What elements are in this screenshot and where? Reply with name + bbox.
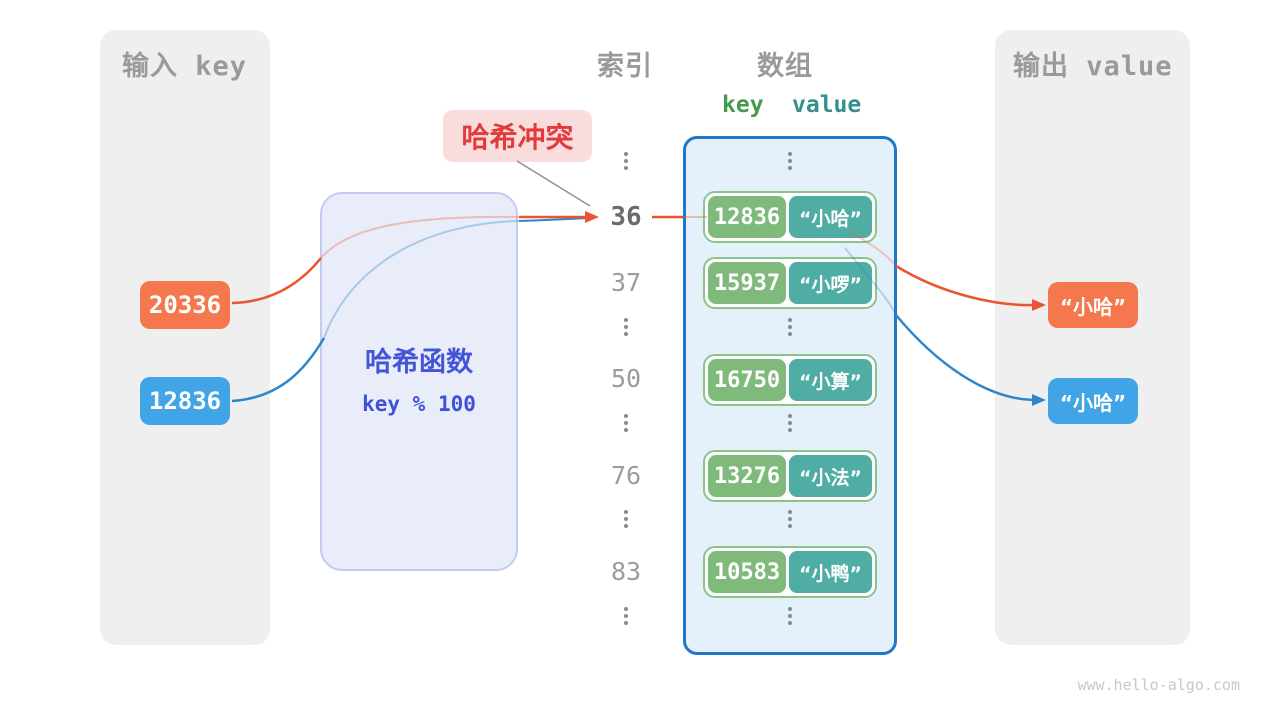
hash-function-box — [320, 192, 518, 571]
bucket-value: “小鸭” — [789, 551, 872, 593]
ellipsis-dots — [785, 510, 795, 528]
index-column-title: 索引 — [597, 51, 653, 82]
bucket-key: 15937 — [708, 262, 786, 304]
bucket-row: 13276 “小法” — [703, 450, 877, 502]
ellipsis-dots — [785, 318, 795, 336]
input-key-12836: 12836 — [140, 377, 230, 425]
index-37: 37 — [610, 268, 642, 297]
key-header: key — [722, 92, 764, 118]
bucket-row: 12836 “小哈” — [703, 191, 877, 243]
bucket-value: “小法” — [789, 455, 872, 497]
ellipsis-dots — [621, 607, 631, 625]
bucket-key: 10583 — [708, 551, 786, 593]
value-header: value — [792, 92, 862, 118]
ellipsis-dots — [785, 414, 795, 432]
output-value-orange: “小哈” — [1048, 282, 1138, 328]
input-panel-title: 输入 key — [122, 51, 248, 82]
bucket-value: “小哈” — [789, 196, 872, 238]
ellipsis-dots — [785, 152, 795, 170]
output-panel-title: 输出 value — [1013, 51, 1173, 82]
ellipsis-dots — [785, 607, 795, 625]
ellipsis-dots — [621, 152, 631, 170]
bucket-key: 13276 — [708, 455, 786, 497]
watermark: www.hello-algo.com — [1077, 676, 1240, 694]
output-value-blue: “小哈” — [1048, 378, 1138, 424]
hash-collision-label: 哈希冲突 — [443, 110, 592, 162]
index-76: 76 — [610, 461, 642, 490]
input-key-20336: 20336 — [140, 281, 230, 329]
bucket-value: “小啰” — [789, 262, 872, 304]
index-50: 50 — [610, 364, 642, 393]
bucket-row: 15937 “小啰” — [703, 257, 877, 309]
bucket-row: 16750 “小算” — [703, 354, 877, 406]
hash-function-formula: key % 100 — [362, 392, 476, 416]
array-title: 数组 — [757, 51, 813, 82]
ellipsis-dots — [621, 414, 631, 432]
ellipsis-dots — [621, 318, 631, 336]
hash-function-name: 哈希函数 — [365, 347, 473, 378]
bucket-key: 12836 — [708, 196, 786, 238]
index-83: 83 — [610, 557, 642, 586]
index-36: 36 — [610, 202, 642, 232]
bucket-value: “小算” — [789, 359, 872, 401]
output-panel — [995, 30, 1190, 645]
ellipsis-dots — [621, 510, 631, 528]
bucket-row: 10583 “小鸭” — [703, 546, 877, 598]
input-panel — [100, 30, 270, 645]
bucket-key: 16750 — [708, 359, 786, 401]
